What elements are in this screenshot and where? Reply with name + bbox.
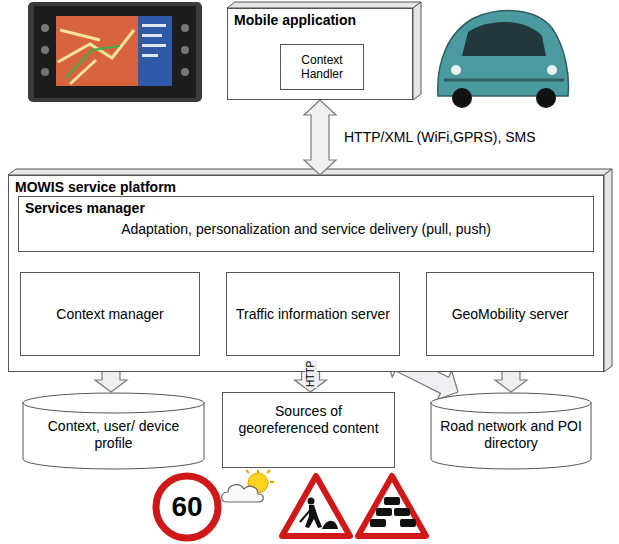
sign-ring [156, 476, 218, 538]
car-icon [370, 519, 386, 527]
node-title: Context manager [56, 306, 163, 323]
database-cylinder: Context, user/ device profile [22, 392, 205, 470]
worker-body [305, 505, 322, 528]
navigation-unit-photo [28, 2, 202, 102]
sun-ray [270, 481, 274, 483]
info-line [142, 54, 158, 57]
speed-limit-number: 60 [171, 491, 202, 523]
sun-ray [267, 470, 270, 473]
node-title: GeoMobility server [452, 306, 569, 323]
unit-button [181, 46, 189, 54]
node-title: Road network and POI directory [438, 418, 584, 452]
car-photo [438, 11, 569, 108]
weather-icon [222, 470, 274, 502]
unit-button [181, 68, 189, 76]
application-box: Mobile applicationContext Handler [227, 8, 413, 100]
car-icon [394, 508, 410, 516]
car-wheel [536, 88, 556, 108]
node-title: Context, user/ device profile [30, 418, 197, 452]
info-line [142, 34, 162, 37]
info-line [142, 24, 166, 27]
unit-button [41, 46, 49, 54]
earth-pile [322, 521, 338, 529]
car-icon [376, 508, 392, 516]
server-box: GeoMobility server [426, 272, 594, 356]
speed-limit-sign [156, 476, 218, 538]
car-body [438, 11, 569, 96]
node-title: Context Handler [287, 53, 357, 82]
cloud [222, 485, 264, 502]
car-headlight [547, 65, 557, 75]
unit-screen [56, 16, 172, 86]
node-body: Adaptation, personalization and service … [19, 219, 593, 240]
unit-frame [28, 2, 202, 102]
car-headlight [451, 65, 461, 75]
node-title: Mobile application [228, 9, 412, 32]
unit-button [181, 24, 189, 32]
edge-label: HTTP/XML (WiFi,GPRS), SMS [344, 129, 536, 146]
component-box: Context Handler [280, 44, 364, 90]
car-wheel [452, 88, 472, 108]
unit-bezel [34, 6, 196, 98]
platform-box: MOWIS service platformServices managerAd… [8, 175, 604, 372]
car-icon [400, 519, 416, 527]
source-box: Sources of georeferenced content [222, 392, 395, 468]
car-bumper [444, 79, 564, 82]
box-side-face [413, 2, 421, 100]
cylinder-top [23, 393, 204, 413]
node-title: Sources of georeferenced content [229, 403, 388, 437]
manager-box: Services managerAdaptation, personalizat… [18, 196, 594, 252]
info-line [142, 44, 166, 47]
database-cylinder: Road network and POI directory [430, 392, 592, 470]
car-icon [384, 497, 400, 505]
server-box: Traffic information server [226, 272, 400, 356]
node-title: Services manager [19, 197, 593, 219]
node-title: Traffic information server [236, 306, 390, 323]
unit-button [41, 68, 49, 76]
car-window [462, 22, 546, 56]
platform-side-face [604, 169, 612, 372]
roadwork-sign [282, 476, 350, 536]
warning-triangle [282, 476, 350, 536]
shovel [300, 508, 312, 522]
cylinder-top [431, 393, 591, 413]
map-roads [58, 30, 134, 84]
traffic-jam-sign [358, 476, 426, 536]
worker-head [308, 498, 315, 505]
sun-ray [246, 470, 249, 473]
box-3d-faces [8, 2, 612, 372]
edge-label: HTTP [305, 360, 317, 388]
map-route [66, 46, 120, 78]
block-arrow [304, 100, 336, 175]
warning-triangle [358, 476, 426, 536]
unit-button [41, 24, 49, 32]
info-panel [138, 16, 172, 86]
server-box: Context manager [20, 272, 200, 356]
